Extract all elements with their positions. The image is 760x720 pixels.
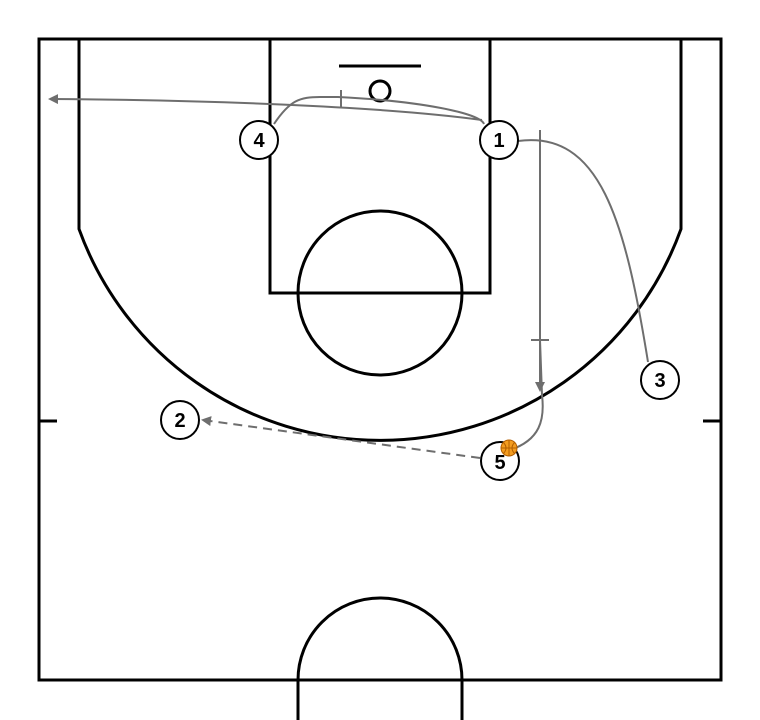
- free-throw-circle: [296, 209, 464, 377]
- pass-5-to-2: [201, 416, 481, 459]
- players: 1 2 3 4 5: [160, 120, 680, 481]
- player-4-label: 4: [253, 130, 265, 152]
- center-circle: [296, 596, 464, 720]
- three-point-line: [77, 39, 683, 442]
- player-4[interactable]: 4: [239, 120, 279, 160]
- player-5-screen-path: [509, 339, 544, 451]
- player-2[interactable]: 2: [160, 400, 200, 440]
- player-5-label: 5: [494, 452, 505, 474]
- movements: [50, 90, 649, 459]
- paint-lane: [268, 37, 492, 295]
- player-1[interactable]: 1: [479, 120, 519, 160]
- basketball-icon: [500, 439, 518, 457]
- court-boundary: [37, 37, 723, 682]
- court-lines: [37, 37, 723, 720]
- player-4-cut-path: [50, 97, 485, 125]
- player-3-label: 3: [654, 370, 665, 392]
- player-2-label: 2: [174, 410, 185, 432]
- player-1-label: 1: [493, 130, 504, 152]
- rim: [368, 79, 392, 103]
- player-3[interactable]: 3: [640, 360, 680, 400]
- player-1-cut-path: [517, 139, 649, 363]
